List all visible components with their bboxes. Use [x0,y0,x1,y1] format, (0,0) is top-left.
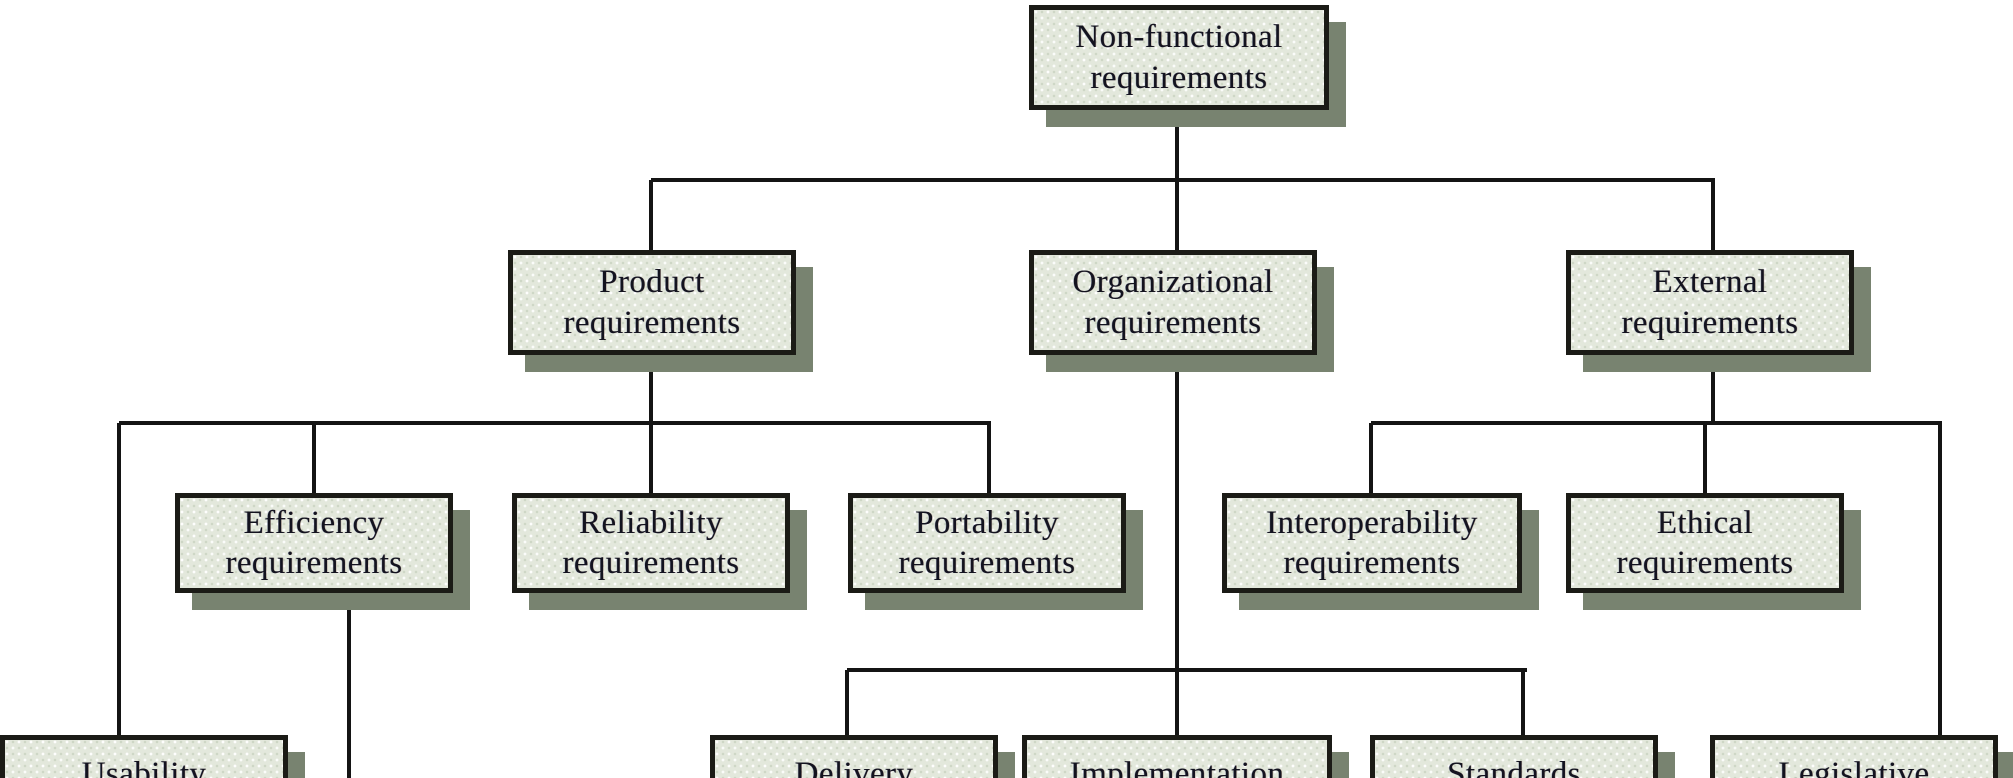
node-face: Ethical requirements [1566,493,1844,593]
node-ethical[interactable]: Ethical requirements [1566,493,1861,610]
connector-drop-implementation [1175,670,1179,738]
connector-drop-reliability [649,423,653,495]
connector-drop-interop [1369,423,1373,495]
node-label: Interoperability requirements [1266,504,1478,581]
connector-organizational-bus [847,668,1527,672]
node-label: Portability requirements [898,504,1076,581]
node-usability[interactable]: Usability [0,735,305,778]
connector-external-bus [1371,421,1942,425]
node-face: Efficiency requirements [175,493,453,593]
connector-level1-bus [651,178,1715,182]
node-interoperability[interactable]: Interoperability requirements [1222,493,1539,610]
node-label: Ethical requirements [1616,504,1794,581]
connector-drop-external [1711,180,1715,252]
node-label: Legislative [1778,756,1930,778]
node-face: Delivery [710,735,998,778]
node-face: Legislative [1710,735,1998,778]
connector-drop-portability [987,423,991,495]
node-face: External requirements [1566,250,1854,355]
node-external[interactable]: External requirements [1566,250,1871,372]
node-face: Interoperability requirements [1222,493,1522,593]
connector-product-stem [649,355,653,425]
node-standards[interactable]: Standards [1370,735,1675,778]
connector-drop-usability [117,423,121,737]
connector-product-bus [119,421,991,425]
node-label: External requirements [1621,264,1799,341]
node-face: Usability [0,735,288,778]
node-label: Reliability requirements [562,504,740,581]
connector-drop-organizational [1175,180,1179,252]
node-label: Product requirements [563,264,741,341]
node-reliability[interactable]: Reliability requirements [512,493,807,610]
connector-drop-ethical [1703,423,1707,495]
connector-efficiency-stem [347,593,351,778]
node-label: Delivery [794,756,914,778]
node-face: Reliability requirements [512,493,790,593]
node-legislative[interactable]: Legislative [1710,735,2013,778]
node-face: Standards [1370,735,1658,778]
node-label: Organizational requirements [1072,264,1274,341]
node-efficiency[interactable]: Efficiency requirements [175,493,470,610]
node-face: Portability requirements [848,493,1126,593]
node-delivery[interactable]: Delivery [710,735,1015,778]
node-implementation[interactable]: Implementation [1022,735,1349,778]
node-root[interactable]: Non-functional requirements [1029,5,1346,127]
node-label: Implementation [1069,756,1285,778]
connector-drop-delivery [845,670,849,738]
connector-drop-standards [1521,670,1525,738]
node-face: Non-functional requirements [1029,5,1329,110]
node-product[interactable]: Product requirements [508,250,813,372]
node-label: Standards [1447,756,1581,778]
connector-root-stem [1175,110,1179,182]
connector-drop-efficiency [312,423,316,495]
connector-drop-legislative [1938,423,1942,737]
node-face: Implementation [1022,735,1332,778]
node-label: Usability [81,756,207,778]
node-portability[interactable]: Portability requirements [848,493,1143,610]
node-label: Efficiency requirements [225,504,403,581]
node-face: Product requirements [508,250,796,355]
connector-drop-product [649,180,653,252]
node-organizational[interactable]: Organizational requirements [1029,250,1334,372]
connector-organizational-stem [1175,355,1179,673]
node-face: Organizational requirements [1029,250,1317,355]
node-label: Non-functional requirements [1075,19,1283,96]
connector-external-stem [1711,355,1715,425]
